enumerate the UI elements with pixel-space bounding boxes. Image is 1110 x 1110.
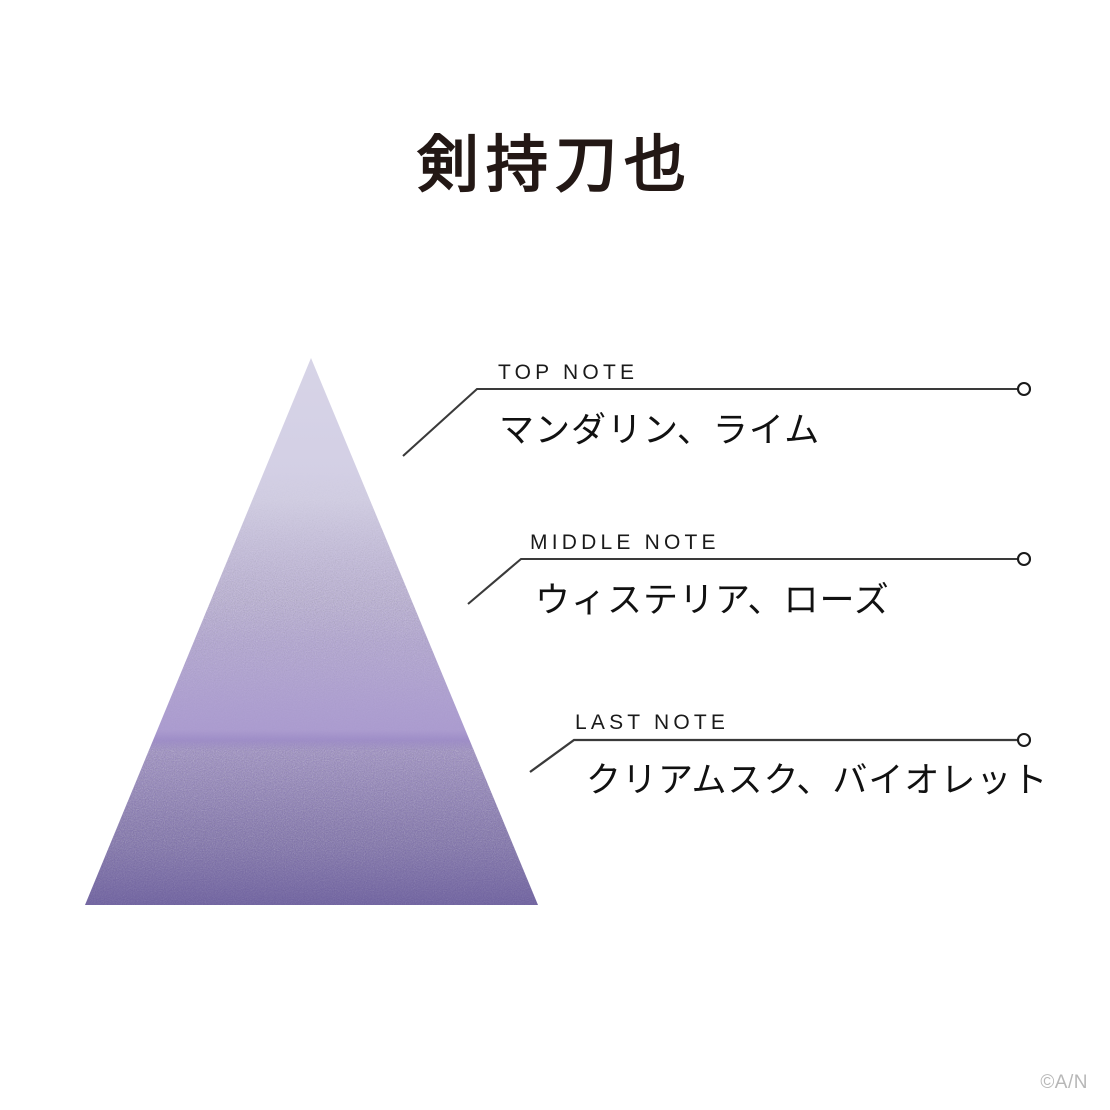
scent-pyramid <box>70 345 560 925</box>
copyright-notice: ©A/N <box>1040 1072 1088 1093</box>
middle-note-value: ウィステリア、ローズ <box>535 581 890 621</box>
middle-note-endpoint-dot <box>1016 551 1032 567</box>
top-note-label: TOP NOTE <box>498 361 639 384</box>
last-note-value: クリアムスク、バイオレット <box>586 761 1049 801</box>
top-note-value: マンダリン、ライム <box>499 411 821 451</box>
middle-note-label: MIDDLE NOTE <box>530 531 720 554</box>
last-note-endpoint-dot <box>1016 732 1032 748</box>
page-title: 剣持刀也 <box>416 128 693 201</box>
pyramid-grain-texture <box>85 358 538 905</box>
top-note-endpoint-dot <box>1016 381 1032 397</box>
last-note-label: LAST NOTE <box>575 711 730 734</box>
